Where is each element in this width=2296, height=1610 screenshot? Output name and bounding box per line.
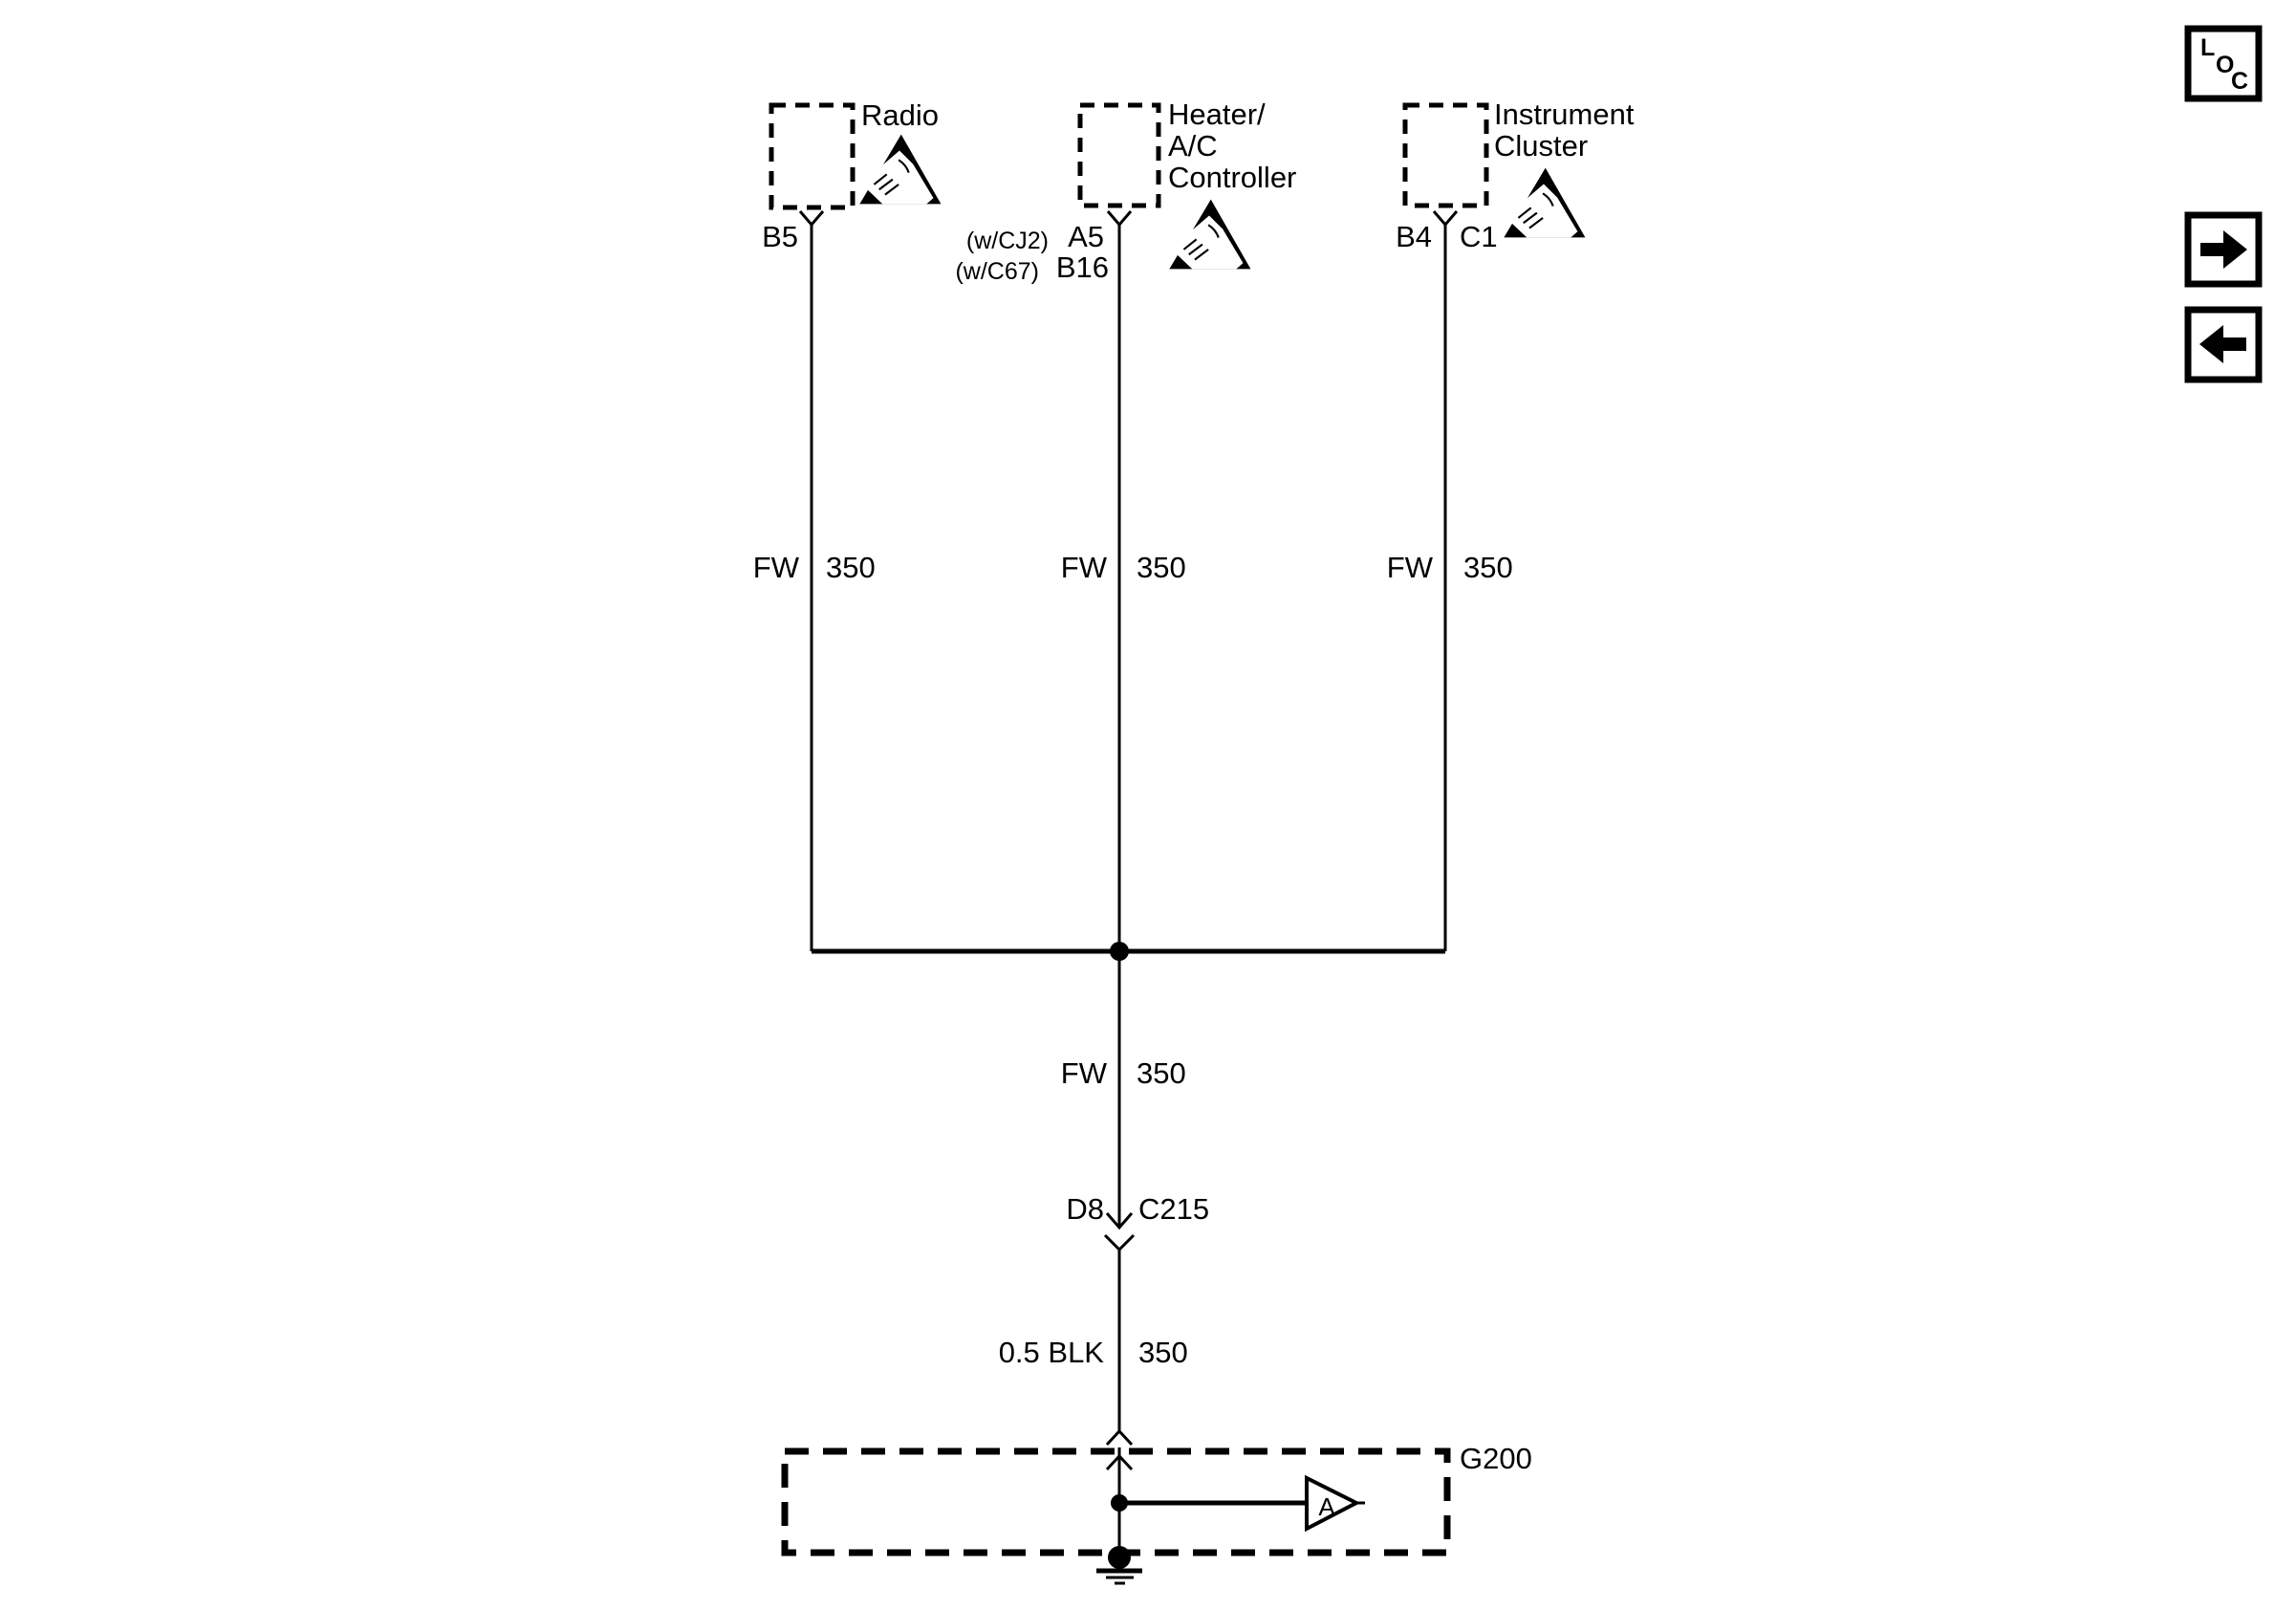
- loc-button-letter-o[interactable]: O: [2216, 52, 2235, 78]
- cluster-connector-box: [1402, 102, 1489, 208]
- ground-symbol-icon: [1096, 1546, 1142, 1585]
- wire-junction-bus: [812, 942, 1445, 961]
- wire-color-label: FW: [1060, 551, 1107, 584]
- loc-button-letter-l[interactable]: L: [2200, 34, 2216, 61]
- wire-color-label: FW: [1386, 551, 1433, 584]
- hvac-connector-box: [1077, 102, 1161, 208]
- hvac-label-line1: Heater/: [1168, 98, 1266, 131]
- radio-pin-label: B5: [762, 220, 798, 253]
- splice-dot: [1110, 942, 1129, 961]
- cluster-label-line2: Cluster: [1494, 129, 1589, 163]
- back-button-frame[interactable]: [2184, 306, 2263, 383]
- loc-button-letter-c[interactable]: C: [2231, 68, 2249, 95]
- wire-circuit-label: 350: [1137, 1056, 1186, 1090]
- wire-color-label: FW: [1060, 1056, 1107, 1090]
- hvac-pin2-label: B16: [1055, 250, 1109, 284]
- wire-circuit-label: 350: [1138, 1336, 1188, 1369]
- ground-id-label: G200: [1460, 1442, 1532, 1475]
- cluster-pin-right-label: C1: [1460, 220, 1498, 253]
- hvac-label-line3: Controller: [1168, 161, 1297, 194]
- ground-box-g200: [781, 1447, 1451, 1556]
- connector-id-label: C215: [1138, 1192, 1210, 1226]
- cluster-label-line1: Instrument: [1494, 98, 1635, 131]
- hvac-label-line2: A/C: [1168, 129, 1218, 163]
- wire-circuit-label: 350: [826, 551, 876, 584]
- radio-connector-box: [769, 102, 856, 210]
- loc-button-frame[interactable]: [2184, 25, 2263, 102]
- wire-circuit-label: 350: [1463, 551, 1513, 584]
- hvac-pin2-qualifier: (w/C67): [955, 258, 1039, 285]
- arrow-right-icon[interactable]: [2200, 230, 2247, 269]
- esd-warning-icon: [1503, 166, 1587, 239]
- branch-arrow-icon: [1305, 1474, 1361, 1533]
- wire-circuit-label: 350: [1137, 551, 1186, 584]
- arrow-left-icon[interactable]: [2199, 325, 2246, 363]
- esd-warning-icon: [858, 133, 942, 206]
- connector-pin-label: D8: [1066, 1192, 1104, 1226]
- hvac-pin1-qualifier: (w/CJ2): [965, 228, 1049, 254]
- radio-label: Radio: [861, 98, 939, 132]
- hvac-pin1-label: A5: [1068, 220, 1104, 253]
- wire-color-label: FW: [752, 551, 799, 584]
- cluster-pin-left-label: B4: [1396, 220, 1432, 253]
- branch-arrow-label: A: [1318, 1492, 1335, 1521]
- wire-color-label: 0.5 BLK: [998, 1336, 1104, 1369]
- esd-warning-icon: [1168, 198, 1252, 271]
